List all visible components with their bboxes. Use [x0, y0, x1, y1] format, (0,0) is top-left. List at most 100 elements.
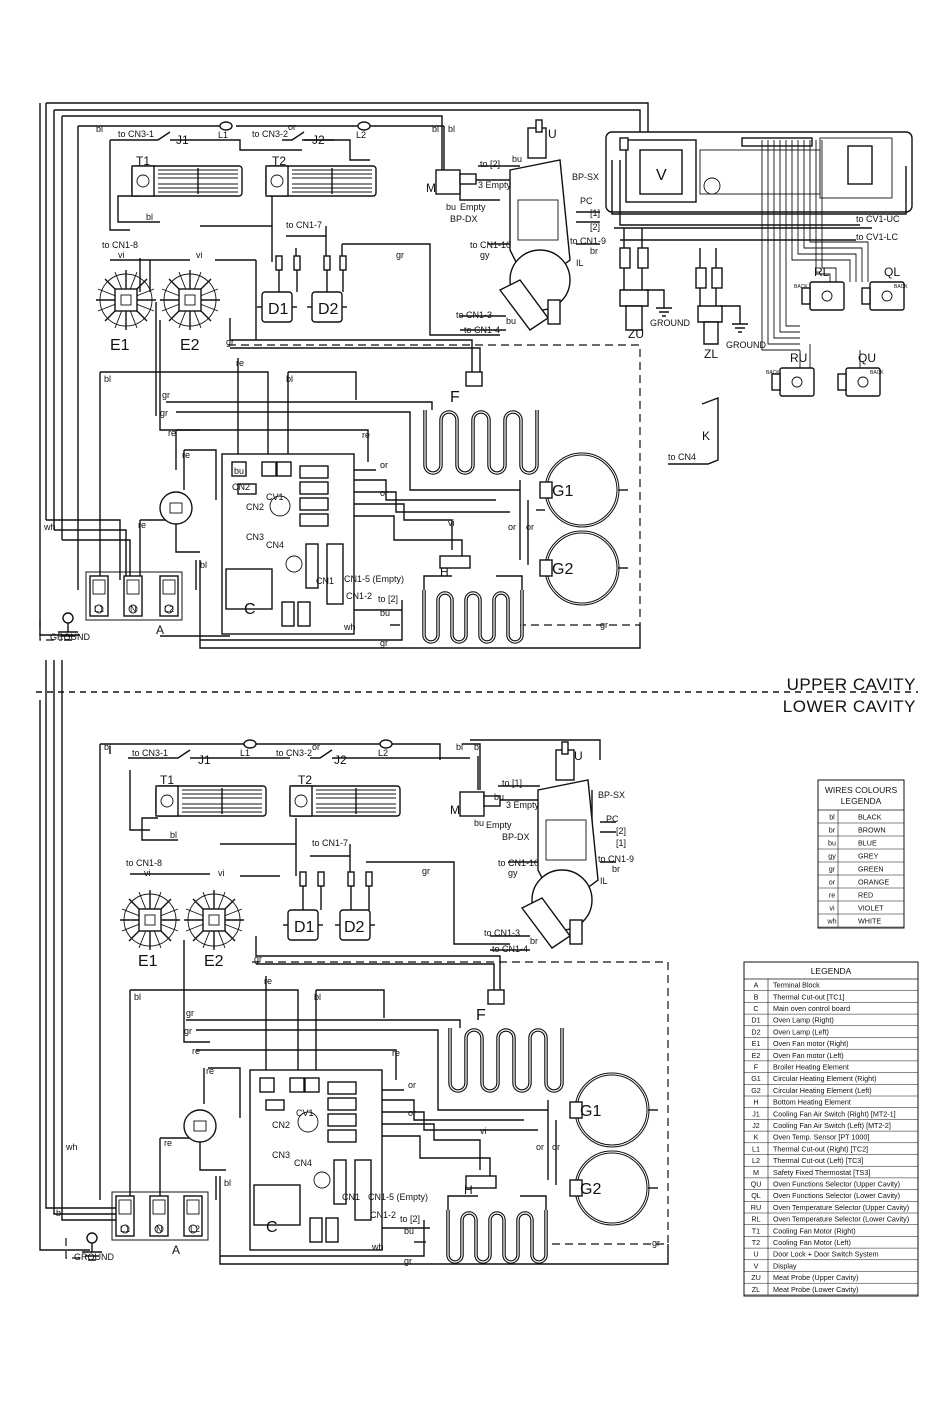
label-j2: J2: [312, 133, 325, 147]
legenda-code: A: [754, 981, 759, 990]
conn-b2-lower: [2]: [616, 826, 626, 836]
lock-bp-sx: BP-SX: [572, 172, 599, 182]
legenda-code: F: [754, 1063, 759, 1072]
back-ql: BACK: [894, 284, 908, 290]
conn-cn1-8-lower: to CN1-8: [126, 858, 162, 868]
lock-empty-lower: Empty: [486, 820, 512, 830]
thermal-cutout-b-lower: [183, 1109, 217, 1143]
wire-code: gr: [829, 865, 836, 874]
wires-colours-title: WIRES COLOURS: [825, 785, 898, 795]
label-t1: T1: [136, 154, 150, 168]
lower-cavity-label: LOWER CAVITY: [783, 697, 916, 716]
label-h: H: [440, 565, 449, 579]
lock-pc-lower: PC: [606, 814, 619, 824]
svg-text:re: re: [236, 358, 244, 368]
svg-text:gr: gr: [160, 408, 168, 418]
legenda-description: Door Lock + Door Switch System: [773, 1250, 879, 1259]
fan-motor-e1: [95, 269, 157, 331]
board-cn4: CN4: [266, 540, 284, 550]
legenda-code: G1: [751, 1074, 761, 1083]
lock-3empty: 3 Empty: [478, 180, 512, 190]
legenda-description: Oven Lamp (Left): [773, 1027, 829, 1036]
conn-b1-lower: [1]: [616, 838, 626, 848]
conn-cn1-2-lower: CN1-2: [370, 1210, 396, 1220]
legenda-code: L1: [752, 1144, 760, 1153]
label-h-lower: H: [464, 1183, 473, 1197]
conn-cn1-4-lower: to CN1-4: [492, 944, 528, 954]
conn-cn1-7: to CN1-7: [286, 220, 322, 230]
term-l1-lower: L1: [120, 1224, 130, 1234]
wire-colour-name: RED: [858, 891, 873, 900]
cooling-fan-t2-lower: [289, 785, 401, 817]
board-cv1: CV1: [266, 492, 284, 502]
label-zu: ZU: [628, 327, 644, 341]
upper-cavity: [39, 102, 649, 649]
conn-cn1-9: to CN1-9: [570, 236, 606, 246]
label-v: V: [656, 167, 667, 184]
conn-cn3-1-lower: to CN3-1: [132, 748, 168, 758]
wire-code: br: [829, 826, 836, 835]
svg-text:gy: gy: [480, 250, 490, 260]
label-e1: E1: [110, 337, 130, 354]
svg-text:bl: bl: [448, 124, 455, 134]
conn-cn1-5-lower: CN1-5 (Empty): [368, 1192, 428, 1202]
svg-text:gr: gr: [184, 1026, 192, 1036]
conn-cn4: to CN4: [668, 452, 696, 462]
board-cn3: CN3: [246, 532, 264, 542]
term-l2-lower: L2: [190, 1224, 200, 1234]
legenda-code: G2: [751, 1086, 761, 1095]
conn-cn1-5: CN1-5 (Empty): [344, 574, 404, 584]
label-rl: RL: [814, 265, 830, 279]
svg-text:re: re: [192, 1046, 200, 1056]
back-qu: BACK: [870, 370, 884, 376]
door-lock-u: [498, 119, 571, 331]
svg-text:gr: gr: [652, 1238, 660, 1248]
svg-text:bu: bu: [234, 466, 244, 476]
svg-text:gr: gr: [404, 1256, 412, 1266]
svg-text:CN2: CN2: [232, 482, 250, 492]
legenda-description: Oven Temp. Sensor [PT 1000]: [773, 1133, 869, 1142]
terminal-block-a: [85, 571, 183, 621]
label-m-lower: M: [450, 803, 460, 817]
svg-text:bl: bl: [432, 124, 439, 134]
legenda-description: Oven Fan motor (Right): [773, 1039, 849, 1048]
lock-il-lower: IL: [600, 876, 608, 886]
lock-il: IL: [576, 258, 584, 268]
term-l1: L1: [94, 604, 104, 614]
svg-text:or: or: [288, 122, 296, 132]
svg-text:bu: bu: [446, 202, 456, 212]
door-lock-u-lower: [520, 741, 599, 949]
legenda-description: Oven Functions Selector (Upper Cavity): [773, 1180, 900, 1189]
svg-text:gr: gr: [254, 954, 262, 964]
legenda-description: Thermal Cut-out (Right) [TC2]: [773, 1144, 868, 1153]
svg-text:wh: wh: [43, 522, 56, 532]
wire-colour-name: GREEN: [858, 865, 884, 874]
legenda-description: Meat Probe (Upper Cavity): [773, 1273, 858, 1282]
svg-text:bu: bu: [474, 818, 484, 828]
label-j2-lower: J2: [334, 753, 347, 767]
back-ru: BACK: [766, 370, 780, 376]
conn-cn1-3-lower: to CN1-3: [484, 928, 520, 938]
svg-text:wh: wh: [65, 1142, 78, 1152]
wire-code: bu: [828, 839, 836, 848]
svg-text:gr: gr: [380, 638, 388, 648]
wire-colour-name: GREY: [858, 852, 879, 861]
legenda-description: Cooling Fan Air Switch (Left) [MT2-2]: [773, 1121, 891, 1130]
label-l1-lower: L1: [240, 748, 250, 758]
legenda-description: Thermal Cut-out (Left) [TC3]: [773, 1156, 863, 1165]
wire-colour-name: BROWN: [858, 826, 886, 835]
svg-text:bl: bl: [96, 124, 103, 134]
legenda-title: LEGENDA: [811, 966, 852, 976]
legenda-code: U: [753, 1250, 758, 1259]
svg-text:vi: vi: [118, 250, 125, 260]
ground-lower: GROUND: [74, 1252, 114, 1262]
conn-cn3-2-lower: to CN3-2: [276, 748, 312, 758]
legenda-description: Display: [773, 1261, 797, 1270]
temp-sensor-k: [668, 396, 719, 465]
label-ru: RU: [790, 351, 807, 365]
svg-text:wh: wh: [343, 622, 356, 632]
label-d2-lower: D2: [344, 919, 365, 936]
